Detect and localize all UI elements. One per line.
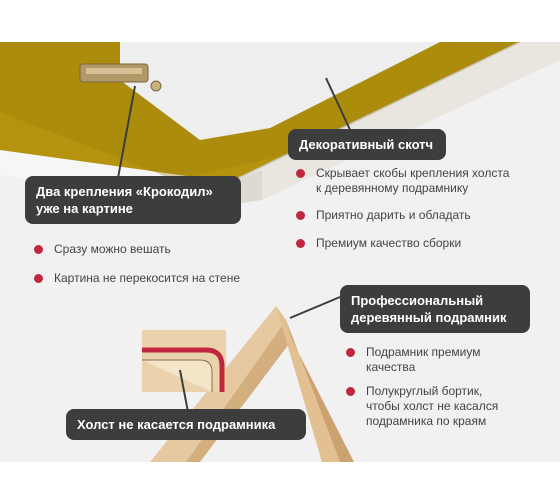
- list-item: Приятно дарить и обладать: [296, 208, 546, 223]
- label-crocodile-mounts: Два крепления «Крокодил» уже на картине: [25, 176, 241, 224]
- list-item: Картина не перекосится на стене: [34, 271, 284, 286]
- canvas-back-illustration: [0, 41, 560, 205]
- bullet-dot-icon: [34, 245, 43, 254]
- list-item: Полукруглый бортик,чтобы холст не касалс…: [346, 384, 536, 429]
- bullet-dot-icon: [296, 211, 305, 220]
- list-item: Сразу можно вешать: [34, 242, 284, 257]
- frame-profile-icon: [142, 330, 226, 392]
- pointer-lines: [117, 77, 353, 413]
- label-canvas-gap: Холст не касается подрамника: [66, 409, 306, 440]
- list-item: Премиум качество сборки: [296, 236, 546, 251]
- bullet-dot-icon: [346, 348, 355, 357]
- bullet-dot-icon: [296, 239, 305, 248]
- crocodile-features-list: Сразу можно вешать Картина не перекоситс…: [34, 242, 284, 286]
- bullet-dot-icon: [34, 274, 43, 283]
- crocodile-clip-icon: [79, 63, 162, 92]
- label-wooden-frame: Профессиональный деревянный подрамник: [340, 285, 530, 333]
- bullet-dot-icon: [346, 387, 355, 396]
- bullet-dot-icon: [296, 169, 305, 178]
- label-decorative-tape: Декоративный скотч: [288, 129, 446, 160]
